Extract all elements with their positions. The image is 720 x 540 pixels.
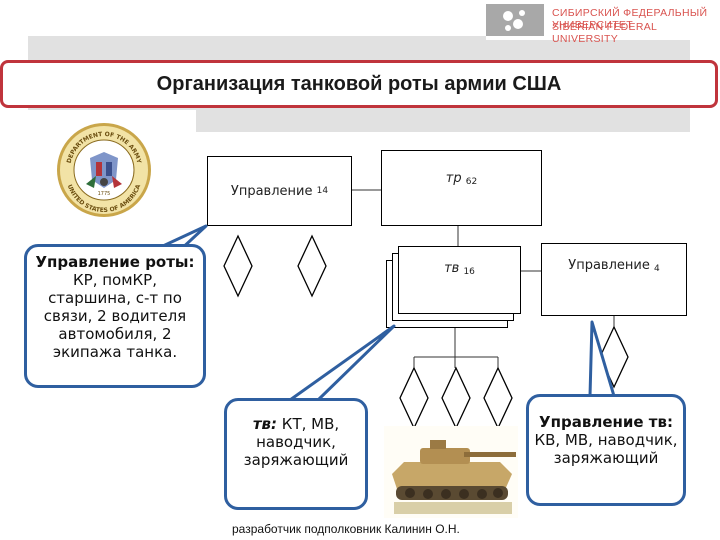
platoon-hq-title: Управление тв:: [539, 413, 673, 431]
company-hq-title: Управление роты:: [35, 253, 195, 271]
company-box: тр 62: [381, 150, 542, 226]
company-hq-callout: Управление роты: КР, помКР, старшина, с-…: [24, 244, 206, 388]
platoon-callout-title: тв:: [252, 415, 278, 433]
tank-photo: [384, 426, 518, 518]
platoon-management-count: 4: [653, 264, 660, 274]
company-label: тр: [445, 171, 462, 186]
platoon-count: 16: [463, 267, 475, 277]
tank-diamond-1: [223, 234, 253, 298]
university-logo-mark: [486, 4, 544, 36]
platoon-callout: тв: КТ, МВ, наводчик, заряжающий: [224, 398, 368, 510]
management-label: Управление: [230, 183, 313, 199]
tank-diamond-2: [297, 234, 327, 298]
platoon-hq-text: КВ, МВ, наводчик, заряжающий: [534, 431, 678, 467]
management-count: 14: [316, 186, 329, 196]
university-name-en: SIBERIAN FEDERAL UNIVERSITY: [552, 21, 657, 45]
management-box: Управление 14: [207, 156, 352, 226]
platoon-management-label: Управление: [568, 258, 650, 273]
platoon-callout-text: КТ, МВ, наводчик, заряжающий: [243, 415, 349, 469]
footer-author: разработчик подполковник Калинин О.Н.: [232, 522, 460, 536]
company-count: 62: [465, 177, 478, 187]
company-hq-text: КР, помКР, старшина, с-т по связи, 2 вод…: [43, 271, 187, 361]
platoon-management-box: Управление 4: [541, 243, 687, 316]
platoon-box: тв 16: [398, 246, 521, 314]
seal-year: 1775: [98, 191, 111, 197]
page-title: Организация танковой роты армии США: [156, 72, 562, 95]
army-seal: DEPARTMENT OF THE ARMY UNITED STATES OF …: [56, 122, 152, 218]
platoon-hq-callout: Управление тв: КВ, МВ, наводчик, заряжаю…: [526, 394, 686, 506]
title-bar: Организация танковой роты армии США: [0, 60, 718, 108]
platoon-label: тв: [444, 261, 460, 276]
university-name-ru: СИБИРСКИЙ ФЕДЕРАЛЬНЫЙ УНИВЕРСИТЕТ: [552, 7, 708, 31]
